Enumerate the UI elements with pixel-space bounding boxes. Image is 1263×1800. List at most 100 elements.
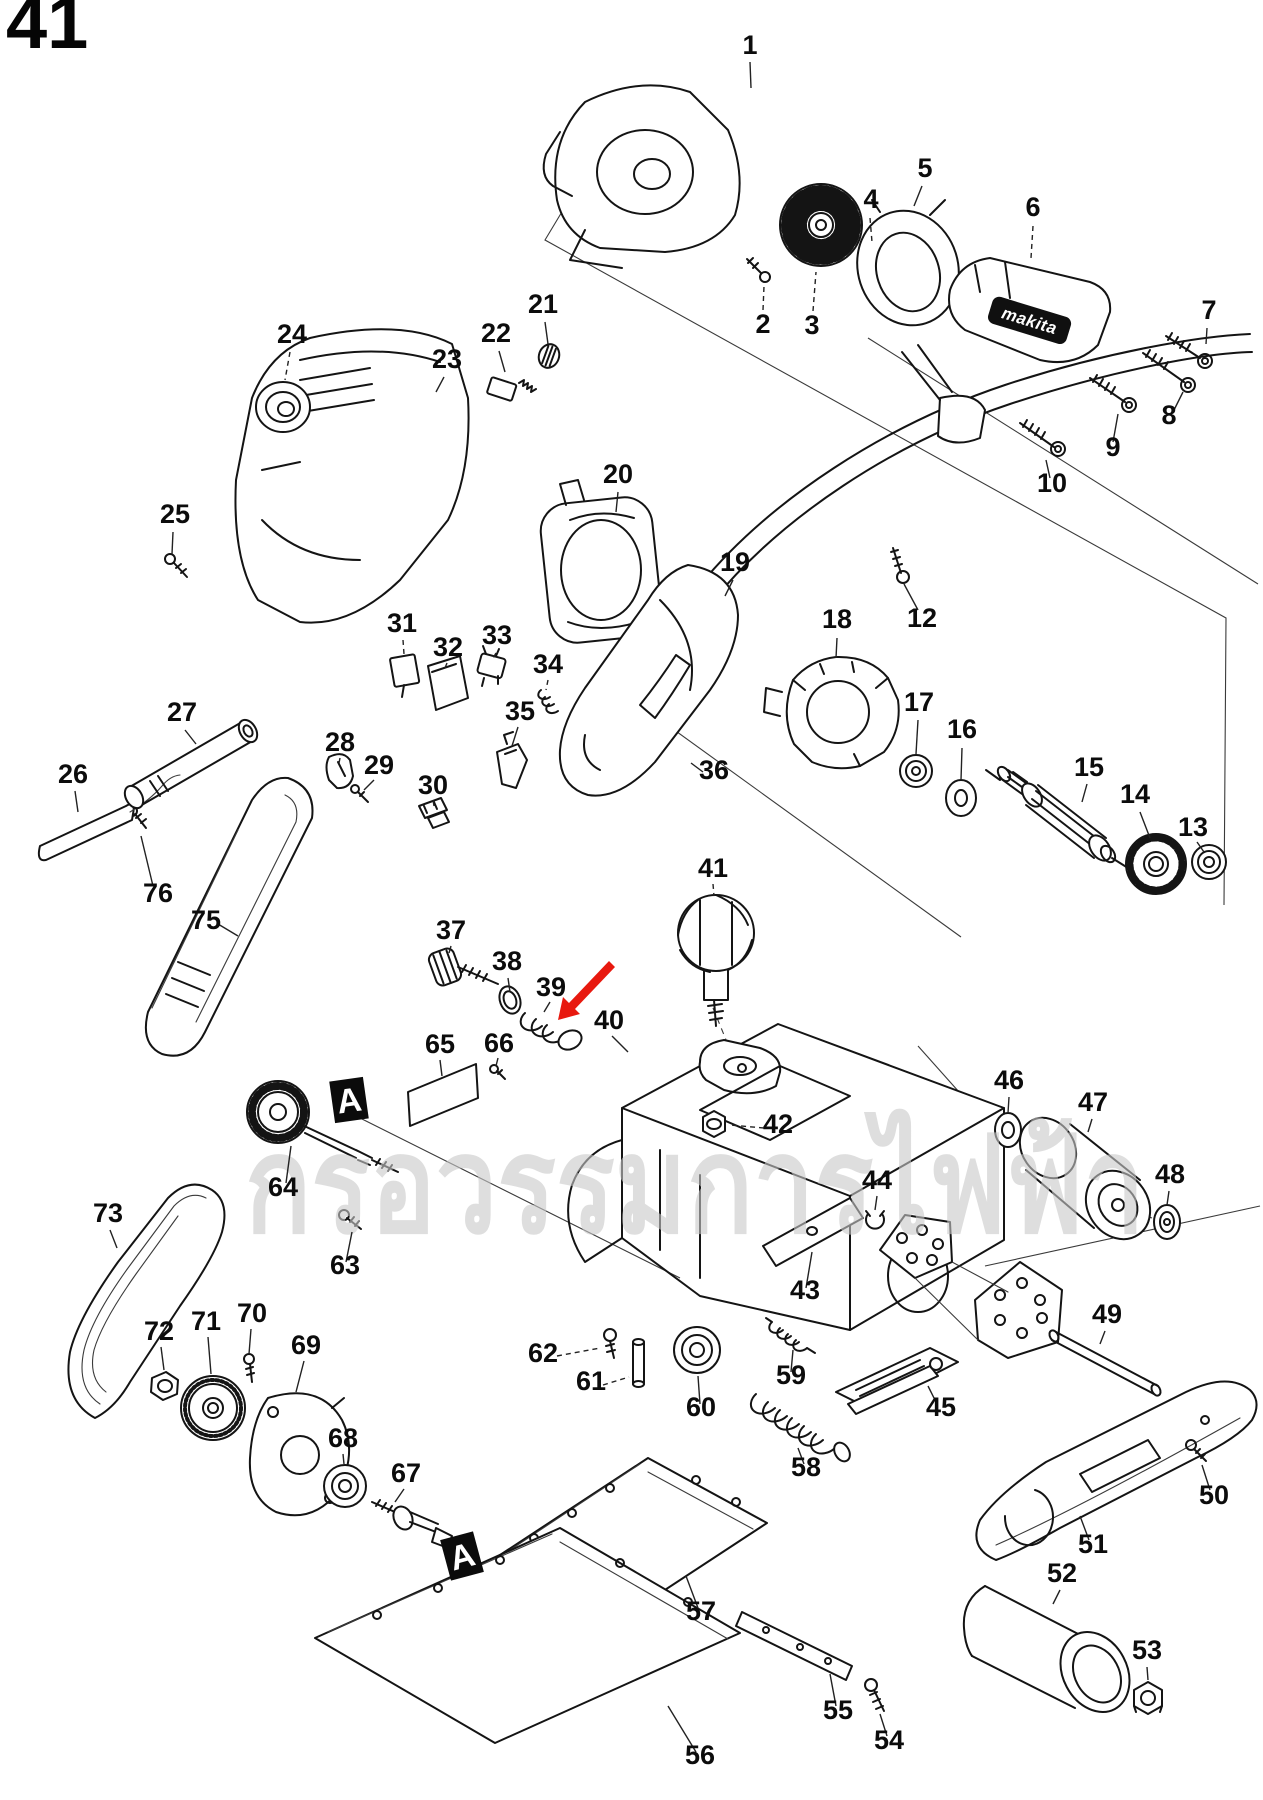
part-59-sketch: [765, 1317, 816, 1354]
part-label-27: 27: [167, 697, 197, 727]
part-53-sketch: [1133, 1681, 1163, 1715]
leader-line-46: [1007, 1096, 1010, 1114]
leader-line-75: [217, 923, 239, 937]
leader-line-16: [960, 747, 963, 781]
leader-line-22: [498, 350, 506, 373]
part-label-7: 7: [1201, 295, 1216, 325]
part-22-sketch: [486, 376, 537, 402]
part-9-sketch: [1089, 374, 1137, 413]
part-label-40: 40: [594, 1005, 624, 1035]
leader-line-5: [913, 185, 923, 207]
part-label-13: 13: [1178, 812, 1208, 842]
view-marker-1: A: [329, 1076, 369, 1124]
leader-line-2: [762, 285, 765, 311]
part-label-50: 50: [1199, 1480, 1229, 1510]
part-label-61: 61: [576, 1366, 606, 1396]
part-40-sketch: [567, 1023, 1005, 1331]
leader-line-35: [511, 726, 519, 747]
leader-line-64: [285, 1145, 292, 1184]
leader-line-26: [74, 790, 79, 813]
part-72-sketch: [150, 1371, 179, 1401]
part-label-12: 12: [907, 603, 937, 633]
part-8-sketch: [1142, 349, 1196, 393]
part-label-70: 70: [237, 1298, 267, 1328]
figure-number: 41: [6, 0, 88, 64]
part-34-sketch: [537, 689, 559, 715]
leader-line-47: [1087, 1118, 1093, 1133]
part-43-sketch: [762, 1197, 864, 1267]
part-label-41: 41: [698, 853, 728, 883]
part-label-66: 66: [484, 1028, 514, 1058]
leader-line-4: [869, 217, 873, 243]
part-60-sketch: [673, 1326, 721, 1374]
part-10-sketch: [1019, 419, 1066, 457]
leader-line-10: [1045, 459, 1051, 479]
part-18-sketch: [763, 655, 900, 770]
leader-line-12: [903, 583, 919, 611]
part-label-35: 35: [505, 696, 535, 726]
part-65-sketch: [407, 1063, 479, 1127]
part-label-62: 62: [528, 1338, 558, 1368]
leader-line-36: [690, 762, 704, 773]
part-label-3: 3: [804, 310, 819, 340]
part-label-45: 45: [926, 1392, 956, 1422]
part-37-sketch: [427, 947, 499, 987]
part-label-1: 1: [742, 30, 757, 60]
part-label-71: 71: [191, 1306, 221, 1336]
part-label-76: 76: [143, 878, 173, 908]
leader-line-51: [1079, 1515, 1090, 1541]
mount-bracket-sketch: [879, 1214, 1063, 1359]
leader-line-69: [295, 1360, 305, 1393]
part-label-22: 22: [481, 318, 511, 348]
part-50-sketch: [1185, 1439, 1207, 1462]
part-7-sketch: [1165, 332, 1213, 369]
part-label-44: 44: [862, 1165, 892, 1195]
leader-line-33: [491, 652, 497, 661]
part-label-10: 10: [1037, 468, 1067, 498]
part-label-47: 47: [1078, 1087, 1108, 1117]
leader-line-59: [790, 1349, 794, 1373]
part-label-19: 19: [720, 547, 750, 577]
part-66-sketch: [489, 1064, 506, 1080]
leader-line-34: [545, 679, 549, 691]
part-label-8: 8: [1161, 400, 1176, 430]
part-17-sketch: [899, 754, 933, 788]
leader-line-49: [1099, 1330, 1106, 1345]
part-3-sketch: [779, 183, 863, 267]
part-20-sketch: [539, 479, 663, 644]
part-56-sketch: [314, 1527, 741, 1744]
leader-line-18: [835, 637, 838, 659]
leader-line-55: [829, 1673, 837, 1707]
part-label-21: 21: [528, 289, 558, 319]
leader-line-60: [697, 1375, 701, 1405]
part-49-sketch: [1048, 1329, 1162, 1397]
part-label-6: 6: [1025, 192, 1040, 222]
part-51-sketch: [975, 1380, 1258, 1561]
part-label-39: 39: [536, 972, 566, 1002]
leader-line-13: [1196, 841, 1205, 853]
leader-line-29: [363, 779, 375, 791]
leader-line-70: [248, 1328, 252, 1355]
part-52-sketch: [962, 1585, 1131, 1714]
part-label-53: 53: [1132, 1635, 1162, 1665]
leader-line-54: [879, 1713, 888, 1737]
leader-line-3: [812, 271, 817, 312]
part-label-69: 69: [291, 1330, 321, 1360]
leader-line-62: [556, 1347, 601, 1357]
part-label-5: 5: [917, 153, 932, 183]
part-label-42: 42: [763, 1109, 793, 1139]
part-29-sketch: [350, 784, 369, 803]
leader-line-66: [495, 1057, 499, 1067]
part-label-72: 72: [144, 1316, 174, 1346]
part-42-sketch: [702, 1110, 726, 1138]
part-label-36: 36: [699, 755, 729, 785]
leader-line-24: [284, 351, 291, 381]
leader-line-43: [805, 1251, 813, 1289]
part-label-23: 23: [432, 344, 462, 374]
leader-line-40: [611, 1035, 629, 1053]
leader-line-28: [338, 757, 341, 764]
leader-line-57: [685, 1575, 699, 1609]
part-label-18: 18: [822, 604, 852, 634]
